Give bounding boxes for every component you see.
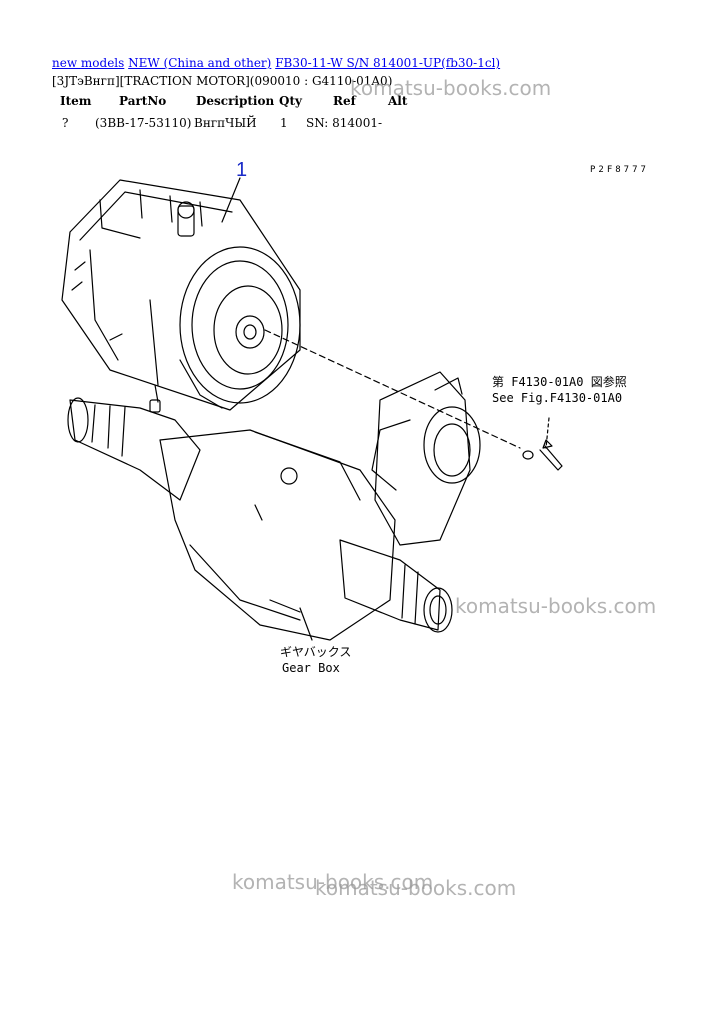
cell-qty: 1 — [280, 116, 288, 130]
breadcrumb-link-new-models[interactable]: new models — [52, 56, 125, 70]
cell-description: ВнгпЧЫЙ — [194, 116, 257, 130]
gear-box-illustration — [67, 371, 563, 641]
ref-label-en: See Fig.F4130-01A0 — [492, 391, 622, 405]
figure-code: P2F8777 — [590, 165, 649, 175]
breadcrumb: new models NEW (China and other) FB30-11… — [52, 56, 500, 70]
callout-number: 1 — [236, 159, 247, 181]
cell-item: ? — [62, 116, 69, 130]
traction-motor-illustration — [61, 177, 301, 413]
gearbox-label-jp: ギヤバックス — [280, 645, 351, 659]
page-subtitle: [3JTэВнгп][TRACTION MOTOR](090010 : G411… — [52, 74, 393, 88]
col-header-alt: Alt — [388, 94, 408, 108]
cell-partno: (3BB-17-53110) — [95, 116, 192, 130]
col-header-qty: Qty — [279, 94, 302, 108]
cell-ref: SN: 814001- — [306, 116, 383, 130]
col-header-description: Description — [196, 94, 275, 108]
watermark: komatsu-books.com — [455, 594, 657, 618]
breadcrumb-link-model[interactable]: FB30-11-W S/N 814001-UP(fb30-1cl) — [275, 56, 501, 70]
col-header-item: Item — [60, 94, 92, 108]
watermark: komatsu-books.com — [232, 870, 434, 894]
gearbox-label-en: Gear Box — [282, 661, 340, 675]
watermark: komatsu-books.com — [350, 76, 552, 100]
breadcrumb-link-new-china[interactable]: NEW (China and other) — [128, 56, 272, 70]
col-header-ref: Ref — [333, 94, 356, 108]
col-header-partno: PartNo — [119, 94, 167, 108]
ref-label-jp: 第 F4130-01A0 図参照 — [492, 374, 627, 389]
watermark: komatsu-books.com — [315, 876, 517, 900]
